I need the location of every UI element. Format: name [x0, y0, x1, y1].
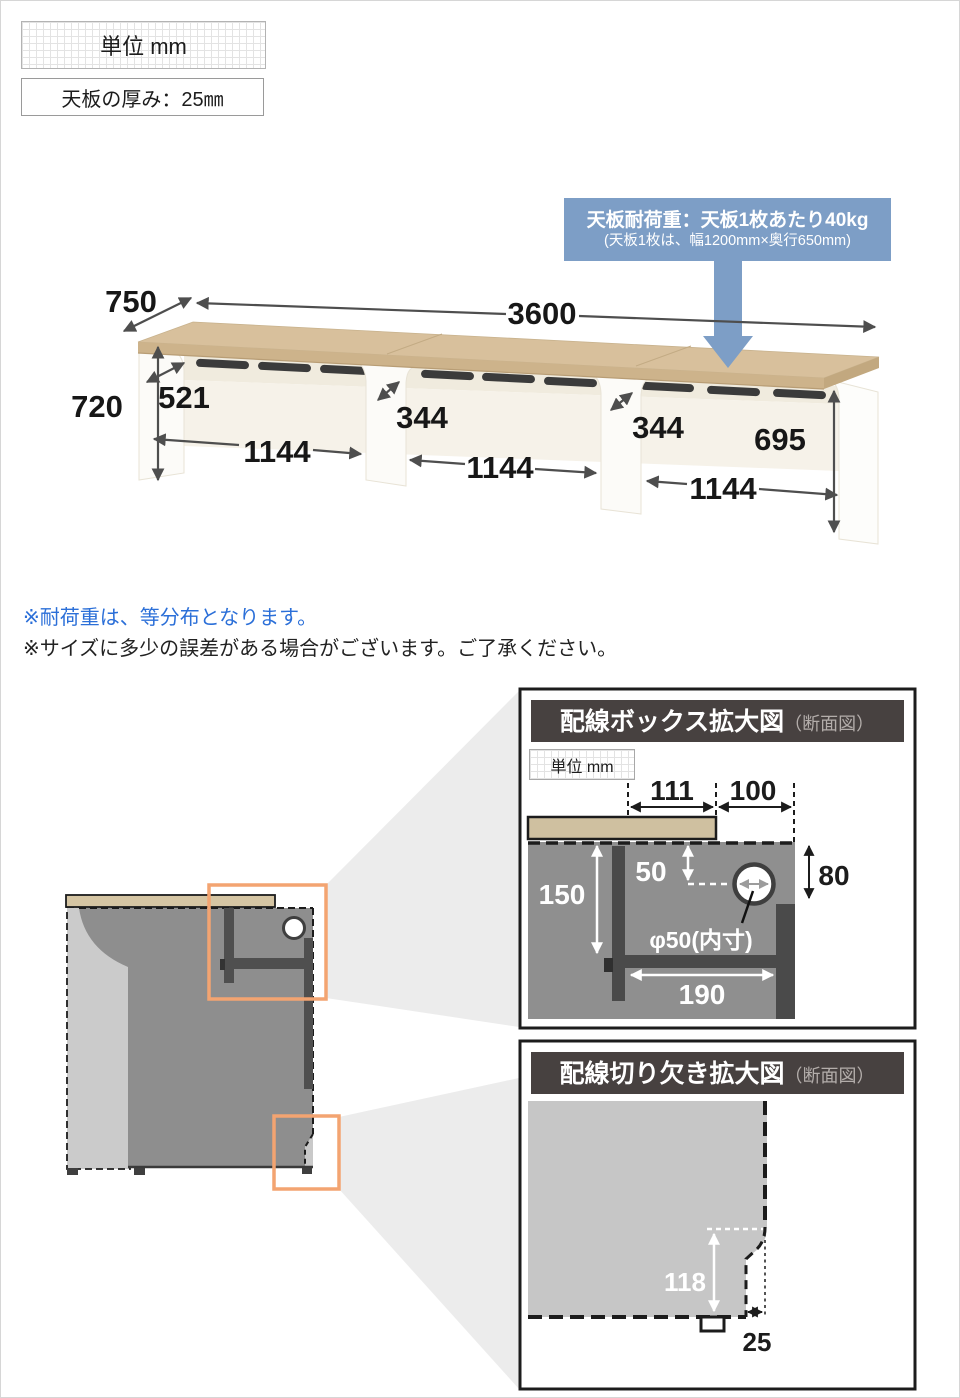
dim-line-bay1-left [152, 433, 240, 447]
desk-back-panel [184, 380, 839, 471]
side-cable-hole [282, 916, 306, 940]
dim-bay1-label: 1144 [243, 434, 311, 469]
dim-line-bay2-left [408, 454, 466, 468]
dim-depth-label: 750 [105, 284, 157, 319]
magnifier-beam-bottom [339, 1078, 519, 1389]
detail-box2-header [531, 1052, 904, 1094]
detail-box2-title-suffix: （断面図） [785, 1066, 875, 1086]
main-dimension-labels: 750 3600 720 521 344 344 1144 1144 1144 … [71, 284, 806, 506]
highlight-rect-notch [272, 1114, 341, 1191]
box2-notch-width-label: 25 [743, 1327, 772, 1357]
box2-notch-height-label: 118 [664, 1267, 706, 1297]
dim-top-inset-label: 521 [158, 380, 210, 415]
side-feet [67, 1168, 312, 1175]
detail-box2-title: 配線切り欠き拡大図 [559, 1059, 784, 1088]
dim-inset-right-label: 344 [632, 410, 684, 445]
cable-slots [196, 358, 826, 400]
detail-unit-label-box: 単位 mm [529, 749, 635, 780]
unit-label: 単位 mm [100, 34, 187, 59]
dim-line-bay3-left [645, 475, 688, 489]
dim-line-bay3-right [758, 487, 839, 501]
dim-line-width-left [195, 296, 507, 316]
dim-line-width-right [578, 314, 877, 334]
thickness-label: 天板の厚み：25㎜ [61, 88, 224, 111]
load-capacity-callout: 天板耐荷重：天板1枚あたり40kg (天板1枚は、幅1200mm×奥行650mm… [564, 198, 891, 261]
load-capacity-line1: 天板耐荷重：天板1枚あたり40kg [586, 209, 869, 231]
highlight-rect-cable-box [207, 883, 328, 1001]
dim-line-bay1-right [312, 446, 363, 460]
dim-height-label: 720 [71, 389, 123, 424]
dim-inset-left-label: 344 [396, 400, 448, 435]
side-wood-top [65, 894, 276, 908]
box1-cable-tray [604, 846, 795, 1019]
load-capacity-line2: (天板1枚は、幅1200mm×奥行650mm) [604, 233, 851, 250]
box1-hole-leader [740, 890, 755, 924]
dim-line-inset-right [609, 392, 634, 411]
thickness-label-box: 天板の厚み：25㎜ [21, 78, 264, 116]
load-arrow-icon [703, 259, 753, 368]
box1-hole-label: φ50(内寸) [649, 927, 752, 953]
side-cable-tray [220, 908, 313, 1089]
detail-box-cable-box: 配線ボックス拡大図（断面図） 111 100 80 150 50 φ50(内寸) [518, 687, 917, 1030]
box1-tray-label: 190 [679, 979, 726, 1010]
dim-line-inset-left [377, 381, 400, 401]
detail-box1-title: 配線ボックス拡大図 [560, 707, 784, 736]
box1-right-span-label: 100 [730, 775, 777, 806]
dim-width-label: 3600 [508, 296, 577, 331]
dim-bay2-label: 1144 [466, 450, 534, 485]
box1-opening-label: 80 [818, 860, 849, 891]
box1-drop-label: 50 [635, 856, 666, 887]
box1-depth-label: 150 [539, 879, 586, 910]
dim-line-bay2-right [534, 465, 598, 479]
detail-box1-title-text: 配線ボックス拡大図（断面図） [560, 707, 874, 736]
side-main-panel [79, 908, 313, 1167]
detail-box1-header [531, 700, 904, 742]
unit-label-box: 単位 mm [21, 21, 266, 69]
detail-box2-title-text: 配線切り欠き拡大図（断面図） [559, 1059, 874, 1088]
box2-foot [699, 1315, 726, 1333]
desk-side-view [65, 883, 341, 1191]
dim-bay3-label: 1144 [689, 471, 757, 506]
detail-box-cable-notch: 配線切り欠き拡大図（断面図） 118 25 [518, 1039, 917, 1391]
box1-wood-top [526, 815, 718, 841]
desk-isometric-view [137, 259, 880, 545]
magnifier-beam-top [326, 691, 519, 1027]
note-load-distribution: ※耐荷重は、等分布となります。 [23, 607, 318, 629]
box2-panel [528, 1101, 767, 1317]
dim-line-depth [122, 297, 193, 332]
note-size-tolerance: ※サイズに多少の誤差がある場合がございます。ご了承ください。 [23, 638, 618, 660]
side-notch-cutout [305, 1134, 313, 1167]
detail-box1-title-suffix: （断面図） [784, 714, 874, 734]
detail-unit-label: 単位 mm [550, 758, 614, 776]
dim-inner-height-label: 695 [754, 422, 806, 457]
box1-left-span-label: 111 [650, 775, 694, 806]
main-dimension-lines [122, 296, 877, 534]
dim-line-top-inset [145, 362, 186, 383]
